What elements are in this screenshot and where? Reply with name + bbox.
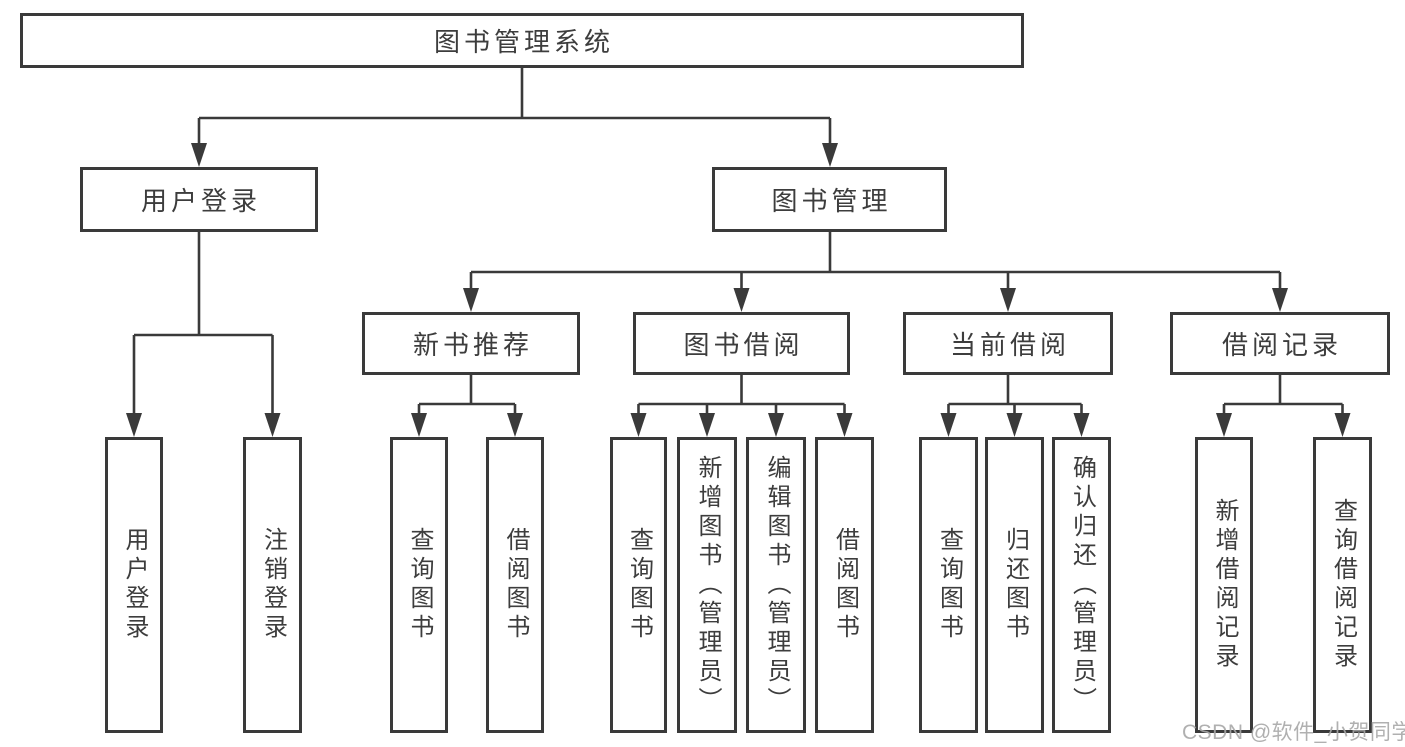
node-label: 查询图书 bbox=[935, 527, 963, 643]
node-label: 新增借阅记录 bbox=[1211, 498, 1238, 672]
node-label: 图书借阅 bbox=[683, 330, 804, 360]
arrowhead bbox=[191, 143, 207, 167]
node-label: 查询图书 bbox=[406, 527, 433, 643]
node-borrow-records: 借阅记录 bbox=[1170, 312, 1390, 375]
leaf-borrow-add-books-admin: 新增图书（管理员） bbox=[677, 437, 737, 733]
arrowhead bbox=[463, 288, 479, 312]
arrowhead bbox=[1000, 288, 1016, 312]
arrowhead bbox=[264, 413, 281, 437]
leaf-borrow-edit-books-admin: 编辑图书（管理员） bbox=[746, 437, 806, 733]
node-new-book-recommend: 新书推荐 bbox=[362, 312, 580, 375]
node-label: 当前借阅 bbox=[949, 330, 1070, 360]
arrowhead bbox=[1216, 413, 1232, 437]
node-label: 查询图书 bbox=[625, 527, 653, 643]
arrowhead bbox=[630, 413, 647, 437]
node-label: 新书推荐 bbox=[412, 330, 533, 360]
leaf-current-confirm-return-admin: 确认归还（管理员） bbox=[1052, 437, 1111, 733]
leaf-logout: 注销登录 bbox=[243, 437, 302, 733]
arrowhead bbox=[699, 413, 715, 437]
arrowhead bbox=[411, 413, 427, 437]
arrowhead bbox=[940, 413, 957, 437]
node-root-library-system: 图书管理系统 bbox=[20, 13, 1024, 68]
arrowhead bbox=[1272, 288, 1288, 312]
leaf-records-query-record: 查询借阅记录 bbox=[1313, 437, 1372, 733]
connector-current-to-leaves bbox=[940, 375, 1090, 437]
node-label: 注销登录 bbox=[259, 527, 287, 643]
leaf-records-add-record: 新增借阅记录 bbox=[1195, 437, 1253, 733]
node-label: 借阅记录 bbox=[1221, 330, 1342, 360]
arrowhead bbox=[836, 413, 853, 437]
arrowhead bbox=[768, 413, 784, 437]
arrowhead bbox=[1073, 413, 1090, 437]
leaf-borrow-query-books: 查询图书 bbox=[610, 437, 667, 733]
node-label: 用户登录 bbox=[140, 186, 261, 216]
node-label: 查询借阅记录 bbox=[1329, 498, 1357, 672]
connector-login-to-leaves bbox=[126, 232, 281, 437]
node-label: 图书管理 bbox=[771, 186, 892, 216]
leaf-current-return-books: 归还图书 bbox=[985, 437, 1044, 733]
node-label: 编辑图书（管理员） bbox=[763, 454, 790, 716]
arrowhead bbox=[733, 288, 750, 312]
node-label: 确认归还（管理员） bbox=[1068, 454, 1096, 716]
leaf-newbook-borrow-books: 借阅图书 bbox=[486, 437, 544, 733]
arrowhead bbox=[822, 143, 838, 167]
node-label: 图书管理系统 bbox=[433, 27, 614, 57]
leaf-user-login: 用户登录 bbox=[105, 437, 163, 733]
node-label: 用户登录 bbox=[121, 527, 148, 643]
arrowhead bbox=[1334, 413, 1351, 437]
connector-records-to-leaves bbox=[1216, 375, 1351, 437]
node-user-login: 用户登录 bbox=[80, 167, 318, 232]
node-book-management: 图书管理 bbox=[712, 167, 947, 232]
arrowhead bbox=[507, 413, 523, 437]
csdn-watermark: CSDN @软件_小贺同学 bbox=[1182, 721, 1405, 744]
node-current-borrow: 当前借阅 bbox=[903, 312, 1113, 375]
connector-root-to-level2 bbox=[191, 68, 838, 167]
node-label: 新增图书（管理员） bbox=[694, 454, 721, 716]
leaf-current-query-books: 查询图书 bbox=[919, 437, 978, 733]
connector-mgmt-to-level3 bbox=[463, 232, 1288, 312]
arrowhead bbox=[126, 413, 142, 437]
connector-borrow-to-leaves bbox=[630, 375, 853, 437]
node-book-borrow: 图书借阅 bbox=[633, 312, 850, 375]
connector-newbook-to-leaves bbox=[411, 375, 523, 437]
node-label: 借阅图书 bbox=[502, 527, 529, 643]
node-label: 归还图书 bbox=[1001, 527, 1029, 643]
leaf-borrow-borrow-books: 借阅图书 bbox=[815, 437, 874, 733]
node-label: 借阅图书 bbox=[831, 527, 859, 643]
leaf-newbook-query-books: 查询图书 bbox=[390, 437, 448, 733]
arrowhead bbox=[1006, 413, 1023, 437]
